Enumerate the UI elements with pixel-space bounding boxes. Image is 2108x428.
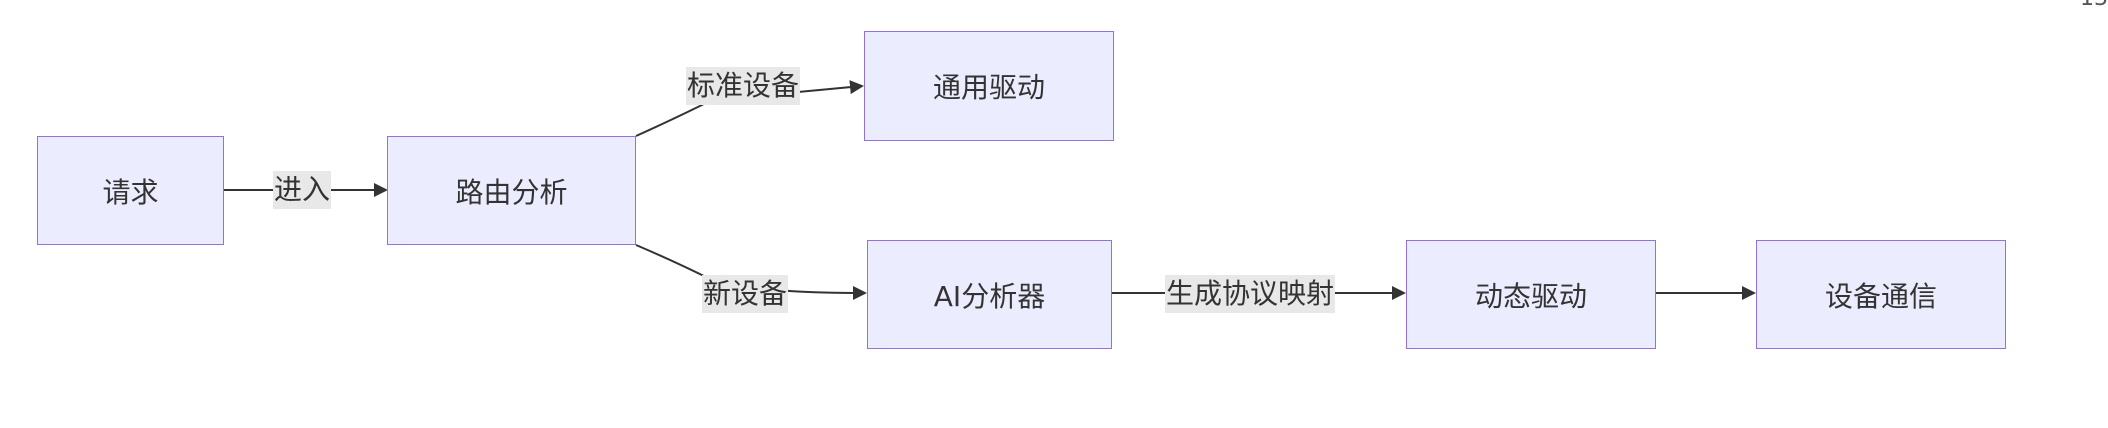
node-ai-analyzer-label: AI分析器 bbox=[933, 279, 1046, 313]
node-dynamic-driver: 动态驱动 bbox=[1406, 240, 1656, 349]
node-route-analysis-label: 路由分析 bbox=[455, 175, 568, 209]
node-generic-driver: 通用驱动 bbox=[864, 31, 1114, 141]
node-device-comm: 设备通信 bbox=[1756, 240, 2006, 349]
corner-mark: 13 bbox=[2080, 0, 2108, 11]
edge-label-generate-protocol-mapping: 生成协议映射 bbox=[1165, 275, 1336, 313]
edge-label-standard-device: 标准设备 bbox=[686, 67, 801, 105]
edge-label-new-device: 新设备 bbox=[702, 275, 789, 313]
node-device-comm-label: 设备通信 bbox=[1824, 279, 1937, 313]
edge-label-enter: 进入 bbox=[273, 171, 332, 209]
node-generic-driver-label: 通用驱动 bbox=[932, 71, 1045, 104]
node-request-label: 请求 bbox=[102, 175, 159, 209]
node-request: 请求 bbox=[37, 136, 224, 245]
node-dynamic-driver-label: 动态驱动 bbox=[1474, 279, 1587, 313]
node-route-analysis: 路由分析 bbox=[387, 136, 636, 245]
node-ai-analyzer: AI分析器 bbox=[867, 240, 1112, 349]
